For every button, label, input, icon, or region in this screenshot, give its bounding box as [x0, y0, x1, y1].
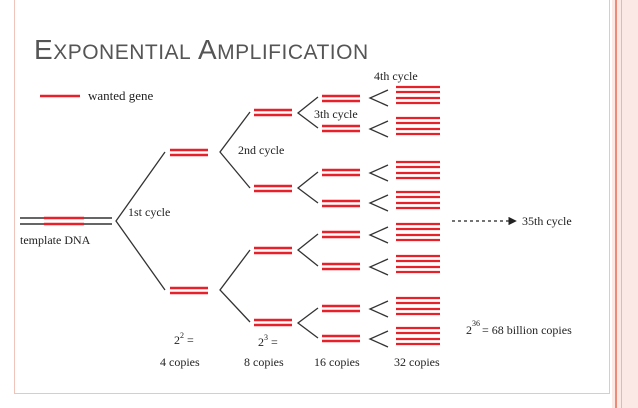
count-4-base: 2 — [174, 333, 180, 347]
template-dna — [20, 216, 112, 226]
cycle3-products — [322, 94, 360, 343]
count-4-copies: 4 copies — [160, 355, 200, 369]
count-4-exp: 2 — [180, 331, 184, 340]
count-32-copies: 32 copies — [394, 355, 440, 369]
count-16-copies: 16 copies — [314, 355, 360, 369]
cycle2-products — [254, 108, 292, 327]
cycle4-label: 4th cycle — [374, 69, 418, 83]
count-8-power: 23= — [258, 333, 278, 349]
final-text: = 68 billion copies — [482, 323, 572, 337]
cycle35-label: 35th cycle — [522, 214, 572, 228]
cycle1-label: 1st cycle — [128, 205, 170, 219]
cycle3-label: 3th cycle — [314, 107, 358, 121]
final-exp: 36 — [472, 319, 480, 328]
final-base: 2 — [466, 323, 472, 337]
slide-title: EXPONENTIAL AMPLIFICATION — [34, 34, 369, 66]
count-8-exp: 3 — [264, 333, 268, 342]
branch-cycle4 — [368, 89, 389, 348]
count-4-eq: = — [187, 333, 194, 347]
count-8-copies: 8 copies — [244, 355, 284, 369]
final-copies: 236= 68 billion copies — [466, 319, 572, 337]
slide-frame — [14, 0, 610, 394]
branch-cycle1 — [115, 151, 166, 291]
count-4-power: 22= — [174, 331, 194, 347]
title-rest-1: XPONENTIAL — [53, 41, 192, 64]
decorative-edge-bar — [612, 0, 638, 408]
legend-label: wanted gene — [88, 88, 154, 103]
branch-cycle3 — [296, 96, 319, 339]
cycle4-products — [396, 85, 440, 346]
title-rest-2: MPLIFICATION — [217, 41, 369, 64]
count-8-eq: = — [271, 335, 278, 349]
title-cap-2: A — [197, 34, 218, 65]
template-label: template DNA — [20, 233, 91, 247]
title-cap-1: E — [34, 34, 54, 65]
cycle1-products — [170, 148, 208, 295]
count-8-base: 2 — [258, 335, 264, 349]
cycle2-label: 2nd cycle — [238, 143, 284, 157]
branch-cycle2 — [219, 111, 251, 323]
